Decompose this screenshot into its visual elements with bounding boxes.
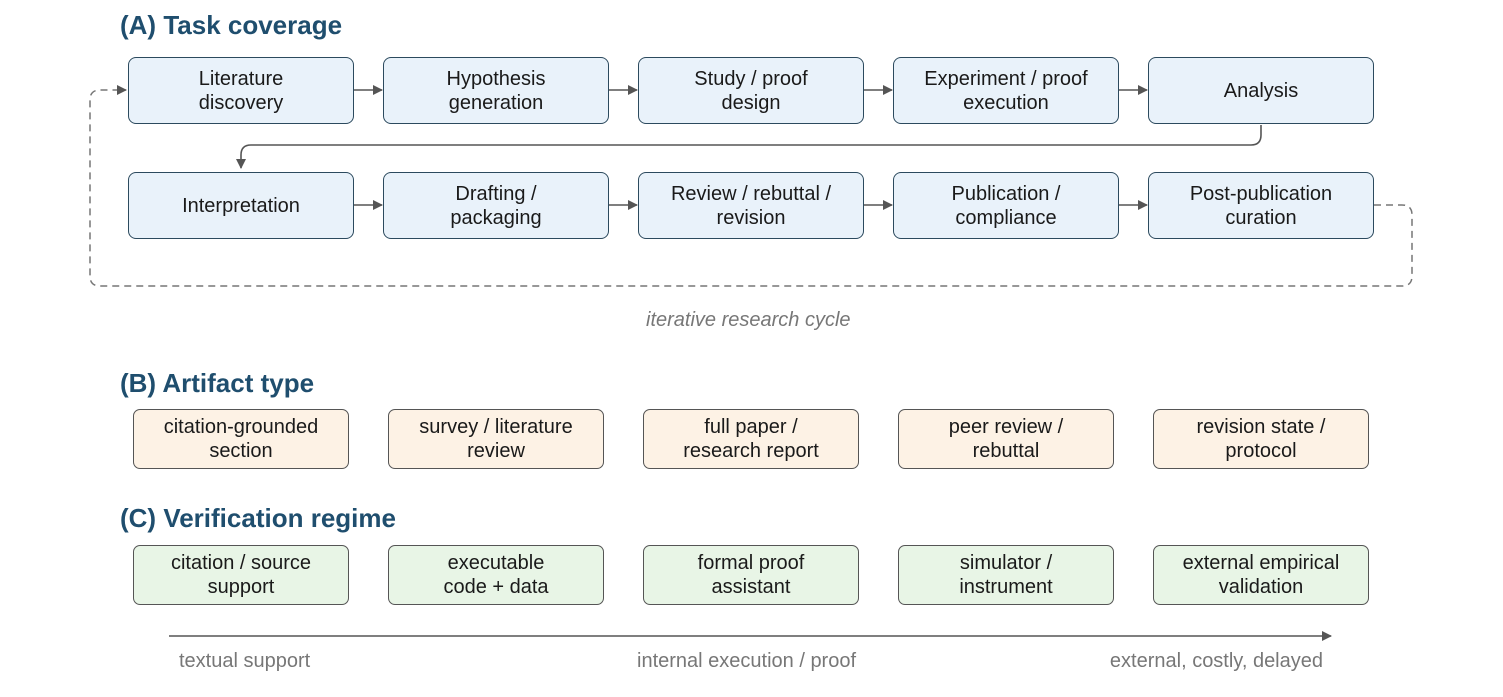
task-hypothesis-generation: Hypothesis generation [383, 57, 609, 124]
task-publication-compliance: Publication / compliance [893, 172, 1119, 239]
artifact-full-paper-research-report: full paper / research report [643, 409, 859, 469]
scale-label-left: textual support [179, 650, 311, 672]
task-experiment-proof-execution: Experiment / proof execution [893, 57, 1119, 124]
verification-citation-source-support: citation / source support [133, 545, 349, 605]
task-interpretation: Interpretation [128, 172, 354, 239]
artifact-revision-state-protocol: revision state / protocol [1153, 409, 1369, 469]
iterative-cycle-loop [89, 85, 1413, 287]
task-literature-discovery: Literature discovery [128, 57, 354, 124]
task-drafting-packaging: Drafting / packaging [383, 172, 609, 239]
task-analysis: Analysis [1148, 57, 1374, 124]
section-c-title: (C) Verification regime [120, 503, 396, 533]
verification-executable-code-data: executable code + data [388, 545, 604, 605]
verification-external-empirical-validation: external empirical validation [1153, 545, 1369, 605]
task-post-publication-curation: Post-publication curation [1148, 172, 1374, 239]
verification-simulator-instrument: simulator / instrument [898, 545, 1114, 605]
verification-formal-proof-assistant: formal proof assistant [643, 545, 859, 605]
task-review-rebuttal-revision: Review / rebuttal / revision [638, 172, 864, 239]
scale-label-right: external, costly, delayed [1109, 650, 1323, 672]
artifact-citation-grounded-section: citation-grounded section [133, 409, 349, 469]
section-a-title: (A) Task coverage [120, 10, 343, 40]
artifact-survey-literature-review: survey / literature review [388, 409, 604, 469]
iterative-cycle-caption: iterative research cycle [646, 309, 851, 331]
scale-label-middle: internal execution / proof [637, 650, 857, 672]
section-b-title: (B) Artifact type [120, 368, 315, 398]
task-study-proof-design: Study / proof design [638, 57, 864, 124]
arrow-wrap-analysis-to-interpretation [236, 125, 1262, 169]
artifact-peer-review-rebuttal: peer review / rebuttal [898, 409, 1114, 469]
